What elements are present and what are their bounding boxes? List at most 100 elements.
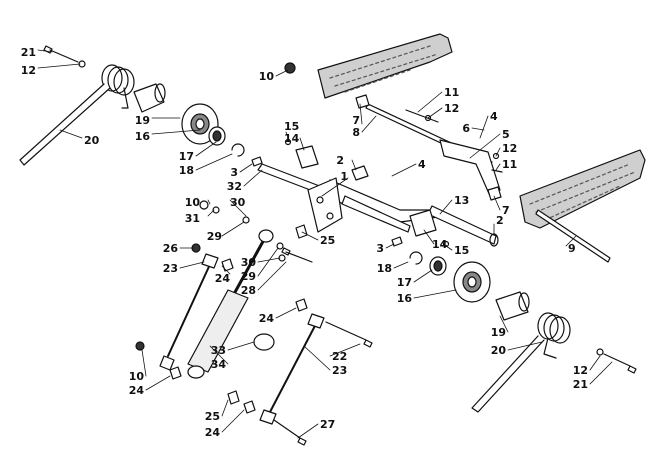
shock-washer-29 xyxy=(276,242,284,250)
left-bolt xyxy=(43,45,79,63)
callout-32: 32 xyxy=(227,180,242,193)
callout-20-left: 20 xyxy=(84,134,100,147)
callout-14-right: 14 xyxy=(432,238,448,251)
callout-15-right: 15 xyxy=(454,244,469,257)
callout-2-right: 2 xyxy=(496,214,504,227)
lower-frame-rail xyxy=(519,149,646,229)
bushing-24-b xyxy=(169,366,182,380)
callout-34: 34 xyxy=(211,358,227,371)
callout-3-right: 3 xyxy=(376,242,384,255)
callout-33: 33 xyxy=(211,344,226,357)
callout-24-b: 24 xyxy=(129,384,145,397)
callout-17-right: 17 xyxy=(397,276,412,289)
callout-21-lower: 21 xyxy=(573,378,588,391)
left-spacer-3 xyxy=(251,156,263,167)
bushing-2-upper xyxy=(351,165,369,181)
upper-bushing-7 xyxy=(355,94,370,109)
right-snap-ring xyxy=(409,251,423,265)
right-pivot-block xyxy=(409,209,437,237)
callout-12-lower: 12 xyxy=(573,364,588,377)
right-pin xyxy=(442,240,450,248)
callout-6: 6 xyxy=(462,122,470,135)
callout-19-right: 19 xyxy=(491,326,506,339)
callout-12-mid: 12 xyxy=(444,102,459,115)
callout-29-lower: 29 xyxy=(241,270,256,283)
bushing-24-d xyxy=(243,400,256,414)
callout-1: 1 xyxy=(340,170,348,183)
callout-15-upper: 15 xyxy=(284,120,299,133)
bracket-bolt-lower xyxy=(491,169,503,173)
right-idler-wheel xyxy=(453,261,491,303)
callout-24-c: 24 xyxy=(205,426,221,439)
lower-shaft-9 xyxy=(535,209,611,263)
callout-31: 31 xyxy=(185,212,200,225)
rear-bracket xyxy=(439,139,501,197)
washer-31 xyxy=(212,206,220,214)
callout-10-lower: 10 xyxy=(129,370,145,383)
plate-hole-b xyxy=(326,212,334,220)
callout-4-left: 4 xyxy=(418,158,426,171)
nut-10-left xyxy=(199,200,209,210)
bracket-washer-lower xyxy=(492,152,500,160)
callout-9: 9 xyxy=(568,242,576,255)
shock-o-ring xyxy=(253,333,275,351)
callout-13: 13 xyxy=(454,194,469,207)
bushing-25-lower xyxy=(227,390,240,405)
callout-17-left: 17 xyxy=(179,150,194,163)
callout-10-top: 10 xyxy=(259,70,275,83)
callout-21-upper: 21 xyxy=(21,46,36,59)
callout-23-right: 23 xyxy=(332,364,347,377)
left-spring-bushing xyxy=(133,83,165,113)
callout-10-left: 10 xyxy=(185,196,201,209)
callout-12-upper: 12 xyxy=(21,64,36,77)
upper-pivot-block xyxy=(295,145,319,169)
bushing-24-c xyxy=(295,298,308,312)
callout-28: 28 xyxy=(241,284,256,297)
callout-14-upper: 14 xyxy=(284,132,300,145)
front-cross-tube xyxy=(341,195,411,233)
upper-pin xyxy=(284,138,292,146)
right-limiter-strap xyxy=(259,313,325,425)
shock-absorber xyxy=(187,229,274,379)
callout-30-lower: 30 xyxy=(241,256,257,269)
callout-23-left: 23 xyxy=(163,262,178,275)
callout-11-right: 11 xyxy=(502,158,517,171)
right-washer xyxy=(596,348,604,356)
callout-24-a: 24 xyxy=(215,272,231,285)
bolt-22 xyxy=(325,321,373,348)
callout-7-upper: 7 xyxy=(352,114,360,127)
callout-11-upper: 11 xyxy=(444,86,459,99)
callout-16-right: 16 xyxy=(397,292,413,305)
callout-7-right: 7 xyxy=(502,204,510,217)
callout-12-right: 12 xyxy=(502,142,517,155)
callout-8: 8 xyxy=(352,126,360,139)
left-snap-ring xyxy=(231,143,245,157)
callout-18-right: 18 xyxy=(377,262,392,275)
bushing-25-upper xyxy=(295,224,308,239)
callout-5: 5 xyxy=(502,128,510,141)
callout-20-right: 20 xyxy=(491,344,507,357)
bracket-washer-upper xyxy=(424,114,432,122)
leader-lines xyxy=(37,49,613,439)
right-bolt xyxy=(603,353,637,374)
nut-10-top xyxy=(284,62,296,74)
callout-18-left: 18 xyxy=(179,164,194,177)
callout-labels: 21 12 20 19 16 17 18 3 32 10 31 30 29 26… xyxy=(21,46,588,439)
left-bearing xyxy=(208,126,226,146)
left-torsion-spring xyxy=(19,64,135,166)
right-bushing-end xyxy=(518,292,530,312)
right-spring-bushing xyxy=(495,291,529,321)
callout-22: 22 xyxy=(332,350,347,363)
bushing-24-a xyxy=(221,258,234,272)
shock-bolt-28 xyxy=(281,247,313,263)
mounting-plate xyxy=(307,177,343,233)
right-bearing xyxy=(429,256,447,276)
callout-29-upper: 29 xyxy=(207,230,222,243)
left-limiter-strap xyxy=(159,253,219,371)
bracket-bolt-upper xyxy=(405,109,439,123)
callout-16-left: 16 xyxy=(135,130,151,143)
callout-3-left: 3 xyxy=(230,166,238,179)
plate-hole-a xyxy=(316,196,324,204)
